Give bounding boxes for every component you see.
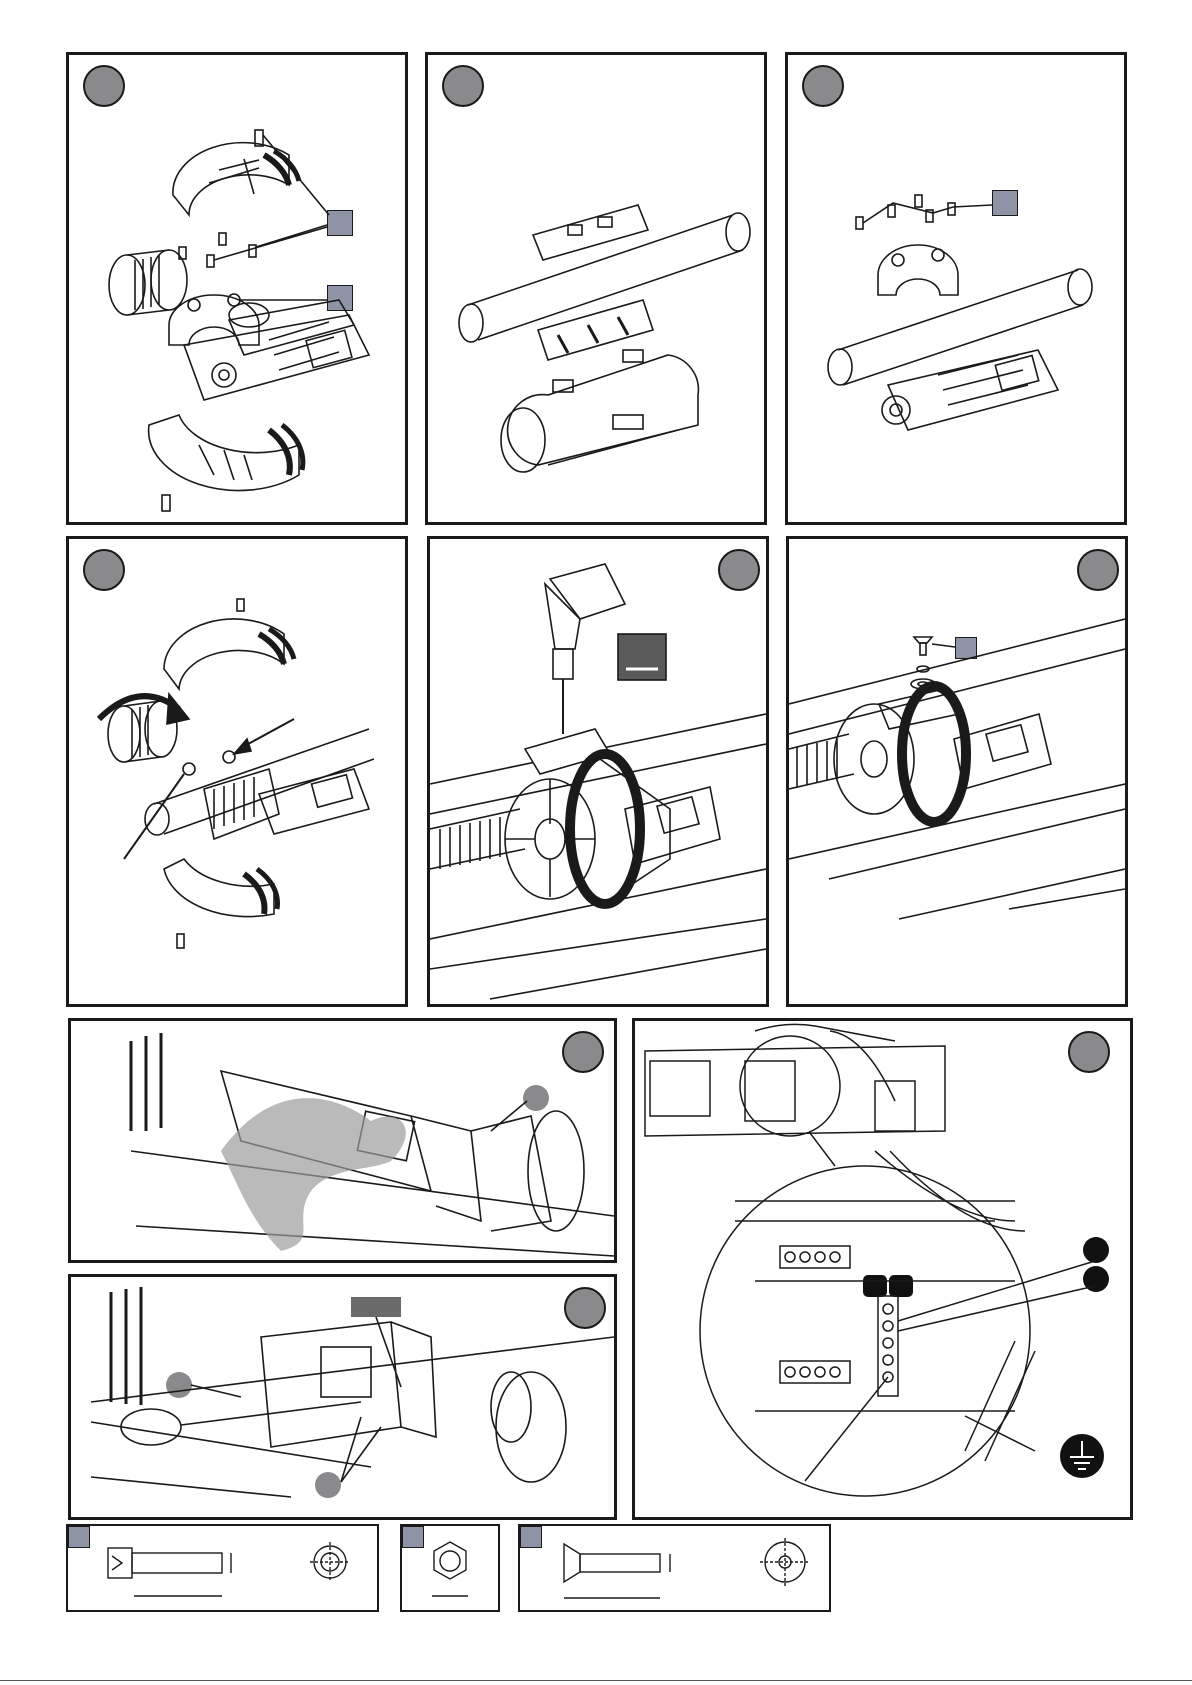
socket-head-cap-screw-drawing (68, 1526, 377, 1610)
earth-ground-icon (1060, 1434, 1104, 1478)
exploded-drawing-tube-sleeve (428, 55, 764, 522)
panel-4 (66, 536, 408, 1007)
hex-nut-drawing (402, 1526, 498, 1610)
exploded-drawing-bracket-on-tube (788, 55, 1124, 522)
screw-ref-cap-screw (66, 1524, 379, 1612)
drawing-drill-through-bracket (430, 539, 766, 1004)
drawing-screw-fastened-bracket (789, 539, 1125, 1004)
drawing-rotate-and-fit-adapter (69, 539, 405, 1004)
panel-7 (68, 1018, 617, 1263)
screw-ref-hex-nut (400, 1524, 500, 1612)
panel-5 (427, 536, 769, 1007)
panel-1 (66, 52, 408, 525)
countersunk-screw-drawing (520, 1526, 829, 1610)
exploded-drawing-adapter-assembly (69, 55, 405, 522)
drawing-wiring-terminal-detail (635, 1021, 1130, 1517)
panel-8 (68, 1274, 617, 1520)
page-bottom-rule (0, 1680, 1192, 1681)
drawing-motor-head-close-up (71, 1021, 614, 1260)
panel-3 (785, 52, 1127, 525)
screw-ref-countersunk (518, 1524, 831, 1612)
panel-6 (786, 536, 1128, 1007)
drawing-screwdriver-adjustment (71, 1277, 614, 1517)
panel-2 (425, 52, 767, 525)
hand-overlay (221, 1098, 406, 1251)
panel-9 (632, 1018, 1133, 1520)
